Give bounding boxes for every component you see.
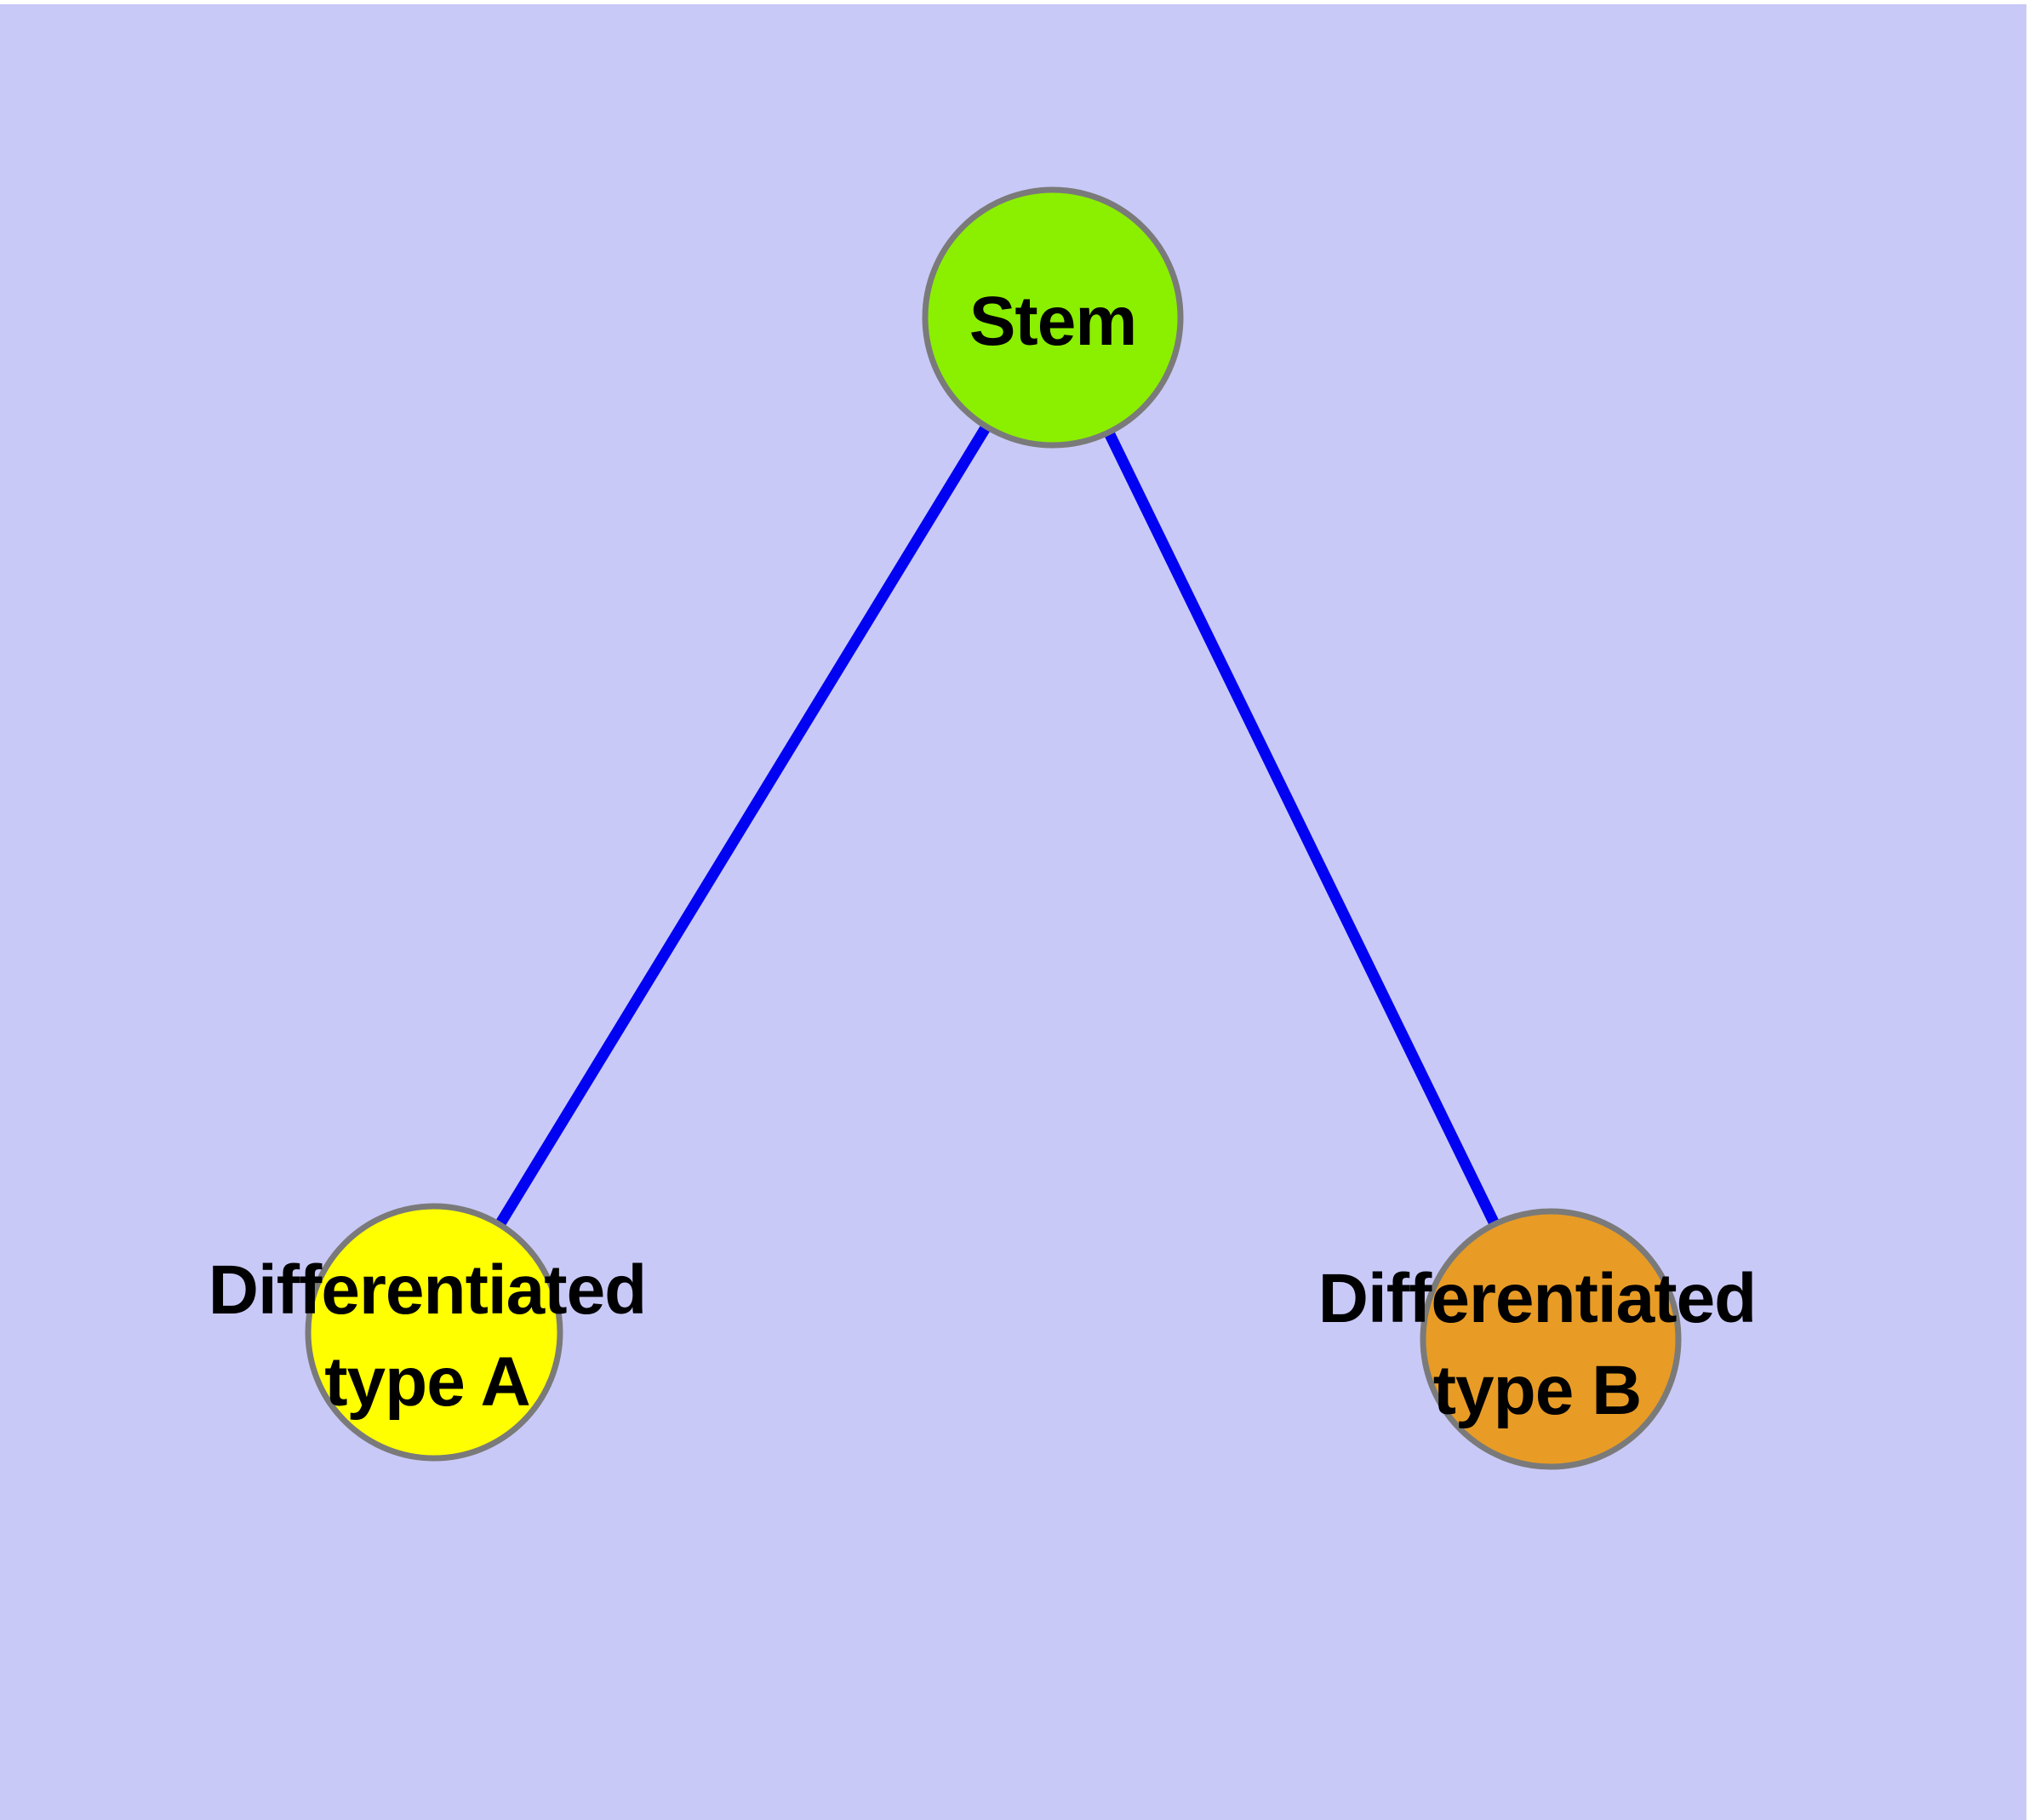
node-type-a-label-line1: Differentiated <box>208 1251 648 1329</box>
edge-stem-to-type-b <box>1048 315 1556 1342</box>
node-type-a-label: Differentiated type A <box>208 1245 648 1428</box>
node-stem-circle <box>922 186 1184 449</box>
node-type-b-label-line1: Differentiated <box>1317 1260 1758 1337</box>
node-type-a-circle <box>305 1203 563 1462</box>
node-type-b-label: Differentiated type B <box>1317 1253 1758 1437</box>
node-type-a-label-line2: type A <box>324 1343 531 1421</box>
node-type-b-label-line2: type B <box>1432 1352 1643 1429</box>
node-type-b-circle <box>1420 1208 1682 1470</box>
edge-stem-to-type-a <box>429 314 1058 1336</box>
node-stem-label-text: Stem <box>969 283 1138 360</box>
node-stem-label: Stem <box>969 276 1138 368</box>
